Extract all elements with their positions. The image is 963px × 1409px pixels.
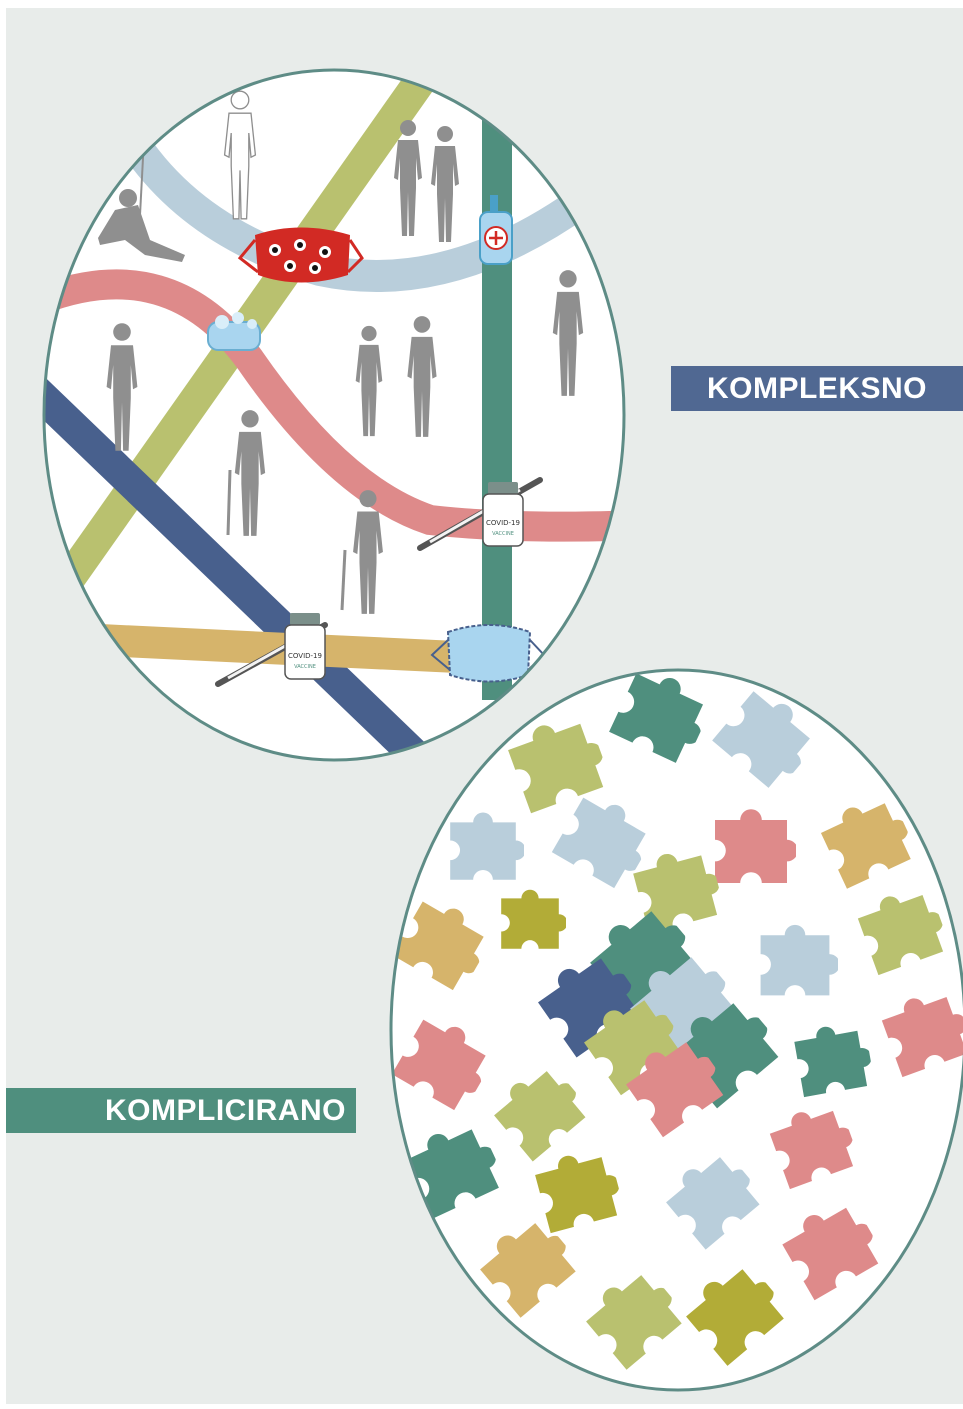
complicated-ellipse [389,668,963,1392]
puzzle-piece-icon [715,809,796,883]
vaccine-label-title: COVID-19 [288,652,322,660]
vaccine-label-title: COVID-19 [486,519,520,527]
people-silhouettes [98,90,584,614]
hand-sanitizer-icon [479,195,513,265]
interwoven-bands: COVID-19 VACCINE COVID-19 VACCINE [44,70,624,760]
soap-icon [207,312,261,351]
vaccine-vial-icon: COVID-19 VACCINE [417,477,543,551]
red-face-mask-icon [237,227,364,283]
child-on-swing-silhouette-icon [98,189,185,262]
puzzle-piece-icon [760,924,838,996]
puzzle-piece-icon [501,889,566,949]
band-navy [44,373,432,760]
kompleksno-label: KOMPLEKSNO [671,366,963,411]
komplicirano-label: KOMPLICIRANO [6,1088,356,1133]
puzzle-piece-icon [450,812,524,880]
complex-ellipse: COVID-19 VACCINE COVID-19 VACCINE [42,68,626,762]
vaccine-vial-icon: COVID-19 VACCINE [215,613,328,687]
vaccine-label-sub: VACCINE [294,664,316,670]
vaccine-label-sub: VACCINE [492,531,514,537]
